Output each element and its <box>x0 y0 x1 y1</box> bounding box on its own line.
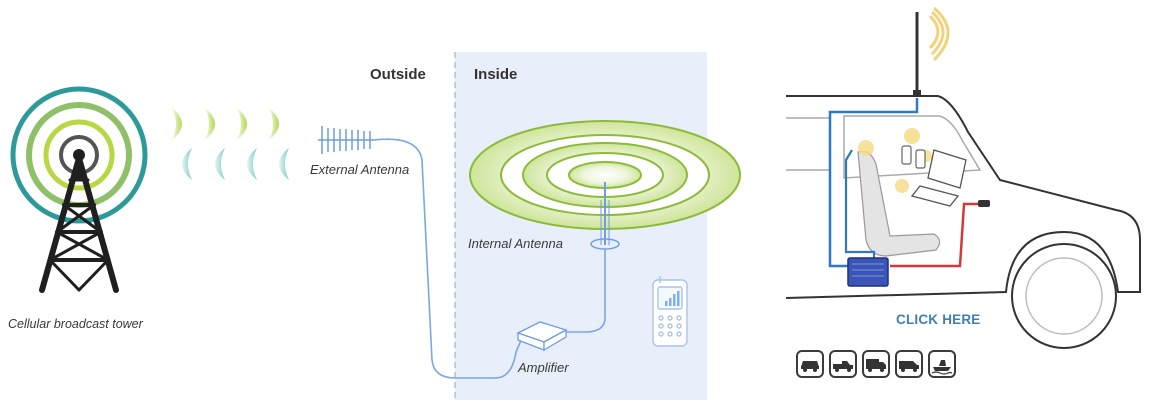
coax-cable-outside <box>373 138 523 379</box>
device-signal-glows <box>858 128 932 193</box>
signal-waves <box>172 108 289 180</box>
vehicle-cable-red <box>890 202 980 268</box>
boat-icon[interactable] <box>928 350 956 378</box>
box-truck-icon[interactable] <box>862 350 890 378</box>
cell-phone-icon <box>652 276 688 347</box>
internal-antenna-label: Internal Antenna <box>468 236 563 251</box>
pickup-truck-icon[interactable] <box>829 350 857 378</box>
car-icon[interactable] <box>796 350 824 378</box>
coax-cable-inside <box>562 249 606 333</box>
suv-icon[interactable] <box>895 350 923 378</box>
vehicle-phone-icon <box>901 145 912 165</box>
vehicle-cable-blue <box>828 98 919 268</box>
tower-label: Cellular broadcast tower <box>8 317 143 331</box>
vehicle-illustration[interactable] <box>785 6 1141 349</box>
inside-label: Inside <box>474 66 518 83</box>
vehicle-amplifier-icon <box>847 257 889 287</box>
amplifier-icon <box>516 321 568 352</box>
vehicle-window <box>843 115 982 179</box>
vehicle-cable-blue-inner <box>844 149 876 258</box>
external-antenna-icon <box>318 126 374 154</box>
amplifier-label: Amplifier <box>518 360 569 375</box>
laptop-icon <box>910 149 967 207</box>
vehicle-signal-arcs <box>928 6 950 62</box>
inside-coverage-rings <box>469 120 741 230</box>
cellular-tower-icon <box>39 152 119 293</box>
outside-label: Outside <box>370 66 426 83</box>
external-antenna-label: External Antenna <box>310 162 410 177</box>
vehicle-phone-icon <box>915 149 926 169</box>
click-here-link[interactable]: CLICK HERE <box>896 312 981 327</box>
vehicle-wheel <box>1011 243 1117 349</box>
